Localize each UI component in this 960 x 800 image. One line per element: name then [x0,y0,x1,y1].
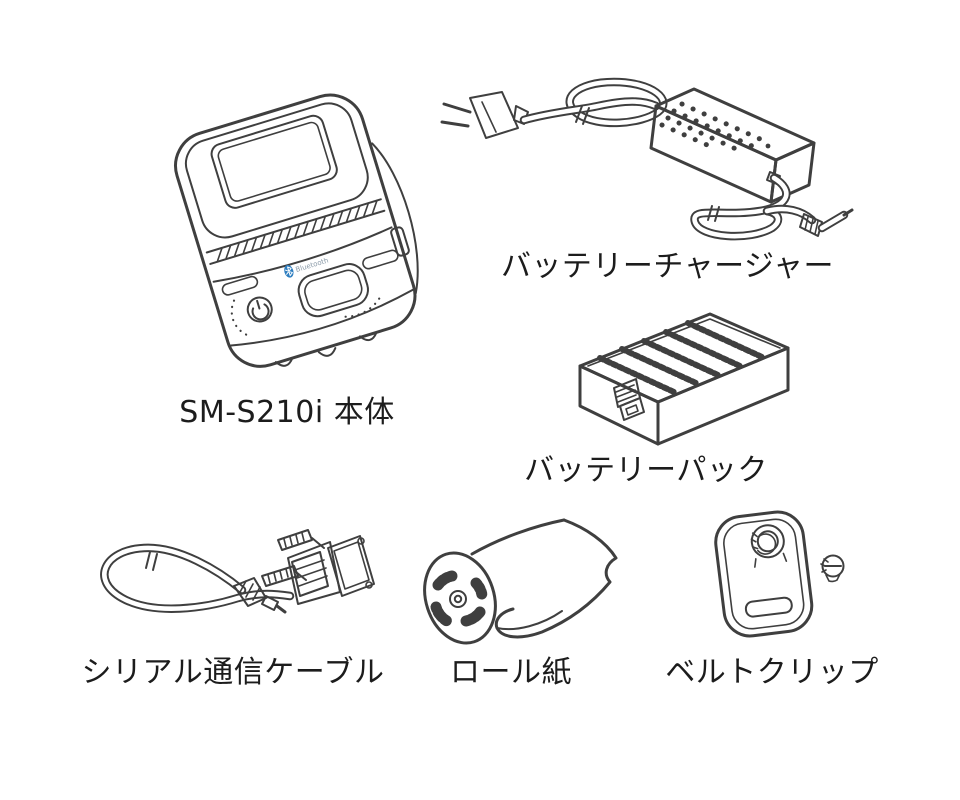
belt-clip-illustration [714,510,845,638]
printer-led-label-left [221,275,259,296]
printer-side-latch [390,226,410,257]
bluetooth-logo-icon: Bluetooth [284,256,330,278]
printer-feed-button [297,263,369,318]
roll-paper-illustration [423,518,618,645]
printer-feet [274,331,378,367]
roll-end-face [423,551,497,645]
printer-power-button [230,296,273,337]
paper-core-hole [449,590,467,608]
belt-clip-body [714,510,814,638]
cable-tie [575,105,590,125]
roll-top-edge [470,518,566,556]
db9-connector [261,529,375,605]
clip-belt-slot [744,596,793,618]
belt-clip-caption: ベルトクリップ [665,655,879,690]
thumbscrew-upper [277,529,325,551]
dc-plug [799,208,854,237]
battery-latch [613,378,645,421]
clip-pivot-boss [750,524,785,559]
serial-cable-caption: シリアル通信ケーブル [81,655,385,690]
cable-tie [145,551,158,571]
battery-charger-caption: バッテリーチャージャー [500,249,835,284]
serial-cable-illustration [100,529,375,614]
printer-caption: SM-S210i 本体 [179,395,395,430]
battery-left-face [578,364,660,446]
vent-holes [659,101,763,152]
printer-tear-bar [205,198,386,265]
adapter-led [765,143,771,149]
printer-body [174,93,417,368]
cable-tie [707,205,720,222]
printer-led-label-right [362,249,399,270]
unrolled-sheet [494,518,618,639]
roll-paper-caption: ロール紙 [450,655,572,690]
battery-pack-caption: バッテリーパック [524,453,768,488]
thumbscrew-lower [261,565,307,587]
battery-charger-illustration [440,77,854,241]
adapter-brick [649,87,816,204]
clip-screw [820,554,845,583]
battery-pack-illustration [578,312,790,446]
printer-main-unit-illustration: Bluetooth [174,93,419,368]
ac-plug [440,91,529,139]
printer-paper-window [210,114,338,209]
roll-shading [430,570,488,627]
battery-front-face [656,346,790,446]
battery-ribs [597,320,765,395]
mini-jack-plug [233,577,287,614]
